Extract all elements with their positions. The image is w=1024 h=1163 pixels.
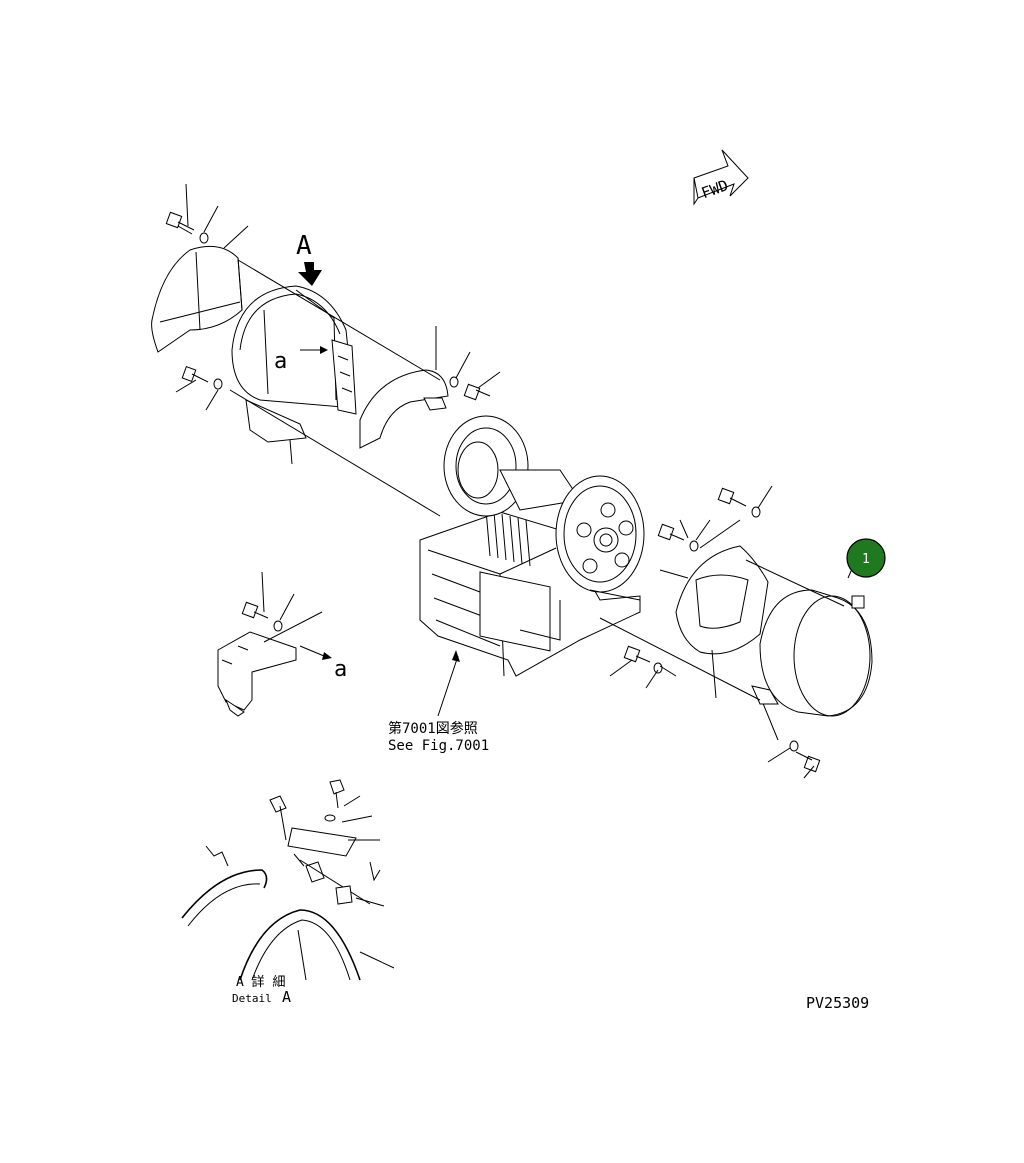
detail-a-view (181, 779, 395, 981)
bolt-right-bottom (609, 645, 821, 779)
bottom-left-bracket: a (217, 631, 347, 717)
callout-1: 1 (846, 538, 886, 578)
reference-jp: 第7001図参照 (388, 720, 478, 737)
arrow-label-a1: a (274, 349, 287, 374)
left-cover-shell: a (231, 285, 357, 443)
callout-number: 1 (862, 552, 870, 567)
detail-en-prefix: Detail (232, 992, 272, 1005)
view-a-arrow-icon (298, 262, 322, 286)
drawing-number: PV25309 (806, 994, 869, 1012)
arrow-label-a2: a (334, 657, 347, 682)
bolt-top-left (165, 183, 219, 244)
right-end-cover (745, 545, 873, 717)
detail-jp: A 詳 細 (236, 974, 285, 990)
detail-en-letter: A (282, 988, 291, 1006)
left-end-cover (151, 245, 243, 353)
bolt-middle (449, 351, 501, 401)
view-a-label: A (296, 231, 312, 261)
bolt-left-middle (175, 366, 223, 411)
right-guard-plate (659, 519, 769, 655)
fwd-arrow-icon: FWD (693, 149, 749, 206)
bolt-bottom-left (241, 571, 323, 643)
reference-en: See Fig.7001 (388, 738, 489, 754)
jaw-crusher-body (419, 415, 645, 677)
bolt-right-top (657, 485, 773, 552)
middle-guard (359, 326, 449, 449)
